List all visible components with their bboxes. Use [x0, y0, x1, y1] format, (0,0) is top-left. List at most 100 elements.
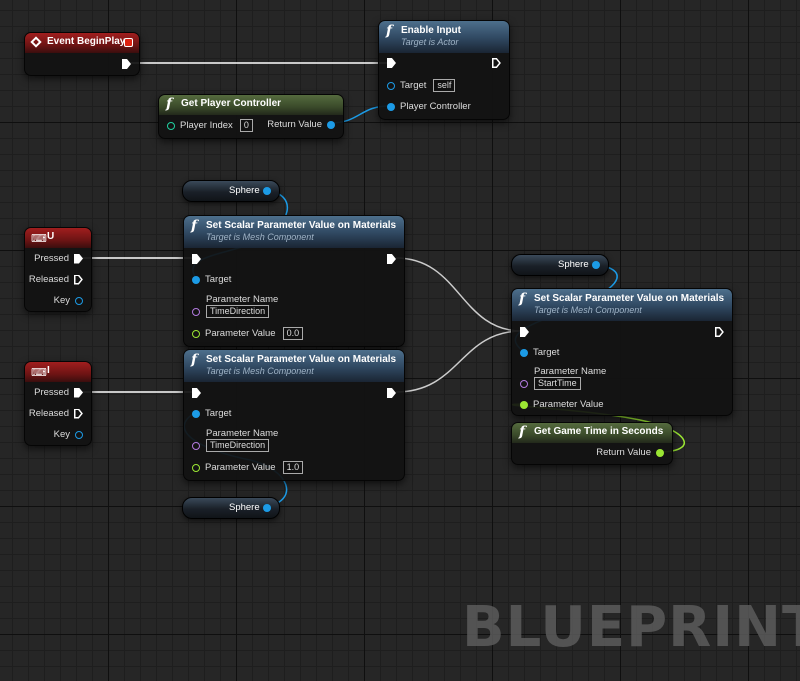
variable-label: Sphere: [229, 185, 260, 196]
node-title: Set Scalar Parameter Value on Materials: [206, 354, 397, 365]
event-diamond-icon: [30, 36, 42, 48]
sphere-variable-node[interactable]: Sphere: [182, 180, 280, 202]
return-value-pin[interactable]: [327, 120, 335, 129]
node-subtitle: Target is Actor: [401, 37, 459, 47]
player-index-pin-row: Player Index 0: [167, 119, 253, 132]
exec-in-row: [520, 327, 529, 337]
parameter-name-pin[interactable]: [520, 379, 528, 388]
released-pin-row: Released: [25, 274, 83, 285]
variable-label: Sphere: [558, 259, 589, 270]
sphere-output-pin[interactable]: [263, 504, 271, 512]
key-i-event-node[interactable]: ⌨ I Pressed Released Key: [24, 361, 92, 446]
node-title: Enable Input: [401, 25, 461, 36]
return-value-label: Return Value: [596, 447, 651, 458]
parameter-name-pin-row: TimeDirection: [192, 305, 270, 318]
key-u-event-node[interactable]: ⌨ U Pressed Released Key: [24, 227, 92, 312]
player-index-value[interactable]: 0: [239, 119, 253, 132]
sphere-output-pin[interactable]: [592, 261, 600, 269]
pressed-exec-pin[interactable]: [74, 253, 83, 264]
sphere-variable-node[interactable]: Sphere: [182, 497, 280, 519]
target-pin[interactable]: [520, 348, 528, 357]
function-icon: f: [191, 218, 198, 234]
sphere-variable-node[interactable]: Sphere: [511, 254, 609, 276]
exec-out-pin[interactable]: [715, 327, 724, 337]
parameter-value-input[interactable]: 0.0: [282, 327, 304, 340]
parameter-value-label: Parameter Value: [205, 462, 276, 473]
event-delegate-icon[interactable]: [124, 38, 133, 47]
function-icon: f: [519, 424, 526, 440]
target-label: Target: [205, 408, 232, 419]
released-label: Released: [28, 408, 69, 419]
get-player-controller-header: f Get Player Controller: [159, 95, 343, 115]
parameter-name-value[interactable]: StartTime: [534, 377, 581, 390]
set-scalar-parameter-node-3[interactable]: f Set Scalar Parameter Value on Material…: [511, 288, 733, 416]
return-value-pin-row: Return Value: [591, 447, 664, 458]
target-pin-row: Target: [520, 347, 564, 358]
sphere-output-pin[interactable]: [263, 187, 271, 195]
exec-out-pin[interactable]: [122, 59, 131, 69]
key-u-header: ⌨ U: [25, 228, 91, 248]
released-exec-pin[interactable]: [74, 275, 83, 285]
get-player-controller-node[interactable]: f Get Player Controller Player Index 0 R…: [158, 94, 344, 139]
exec-out-row: [122, 59, 131, 69]
target-pin[interactable]: [192, 275, 200, 284]
key-label: Key: [53, 429, 70, 440]
parameter-value-pin[interactable]: [192, 463, 200, 472]
parameter-name-label: Parameter Name: [206, 294, 279, 305]
exec-wire-setscalar2-setscalar3: [395, 330, 523, 393]
pressed-pin-row: Pressed: [29, 253, 83, 264]
player-index-pin[interactable]: [167, 121, 175, 130]
parameter-name-pin[interactable]: [192, 441, 200, 450]
parameter-value-input[interactable]: 1.0: [282, 461, 304, 474]
variable-label: Sphere: [229, 502, 260, 513]
node-title: Set Scalar Parameter Value on Materials: [534, 293, 725, 304]
parameter-value-pin-row: Parameter Value 1.0: [192, 461, 304, 474]
blueprint-watermark: BLUEPRINT: [462, 595, 800, 660]
target-pin-row: Target self: [387, 79, 456, 92]
key-pin[interactable]: [75, 296, 83, 305]
return-value-label: Return Value: [267, 119, 322, 130]
event-beginplay-node[interactable]: Event BeginPlay: [24, 32, 140, 76]
key-label: Key: [53, 295, 70, 306]
parameter-name-pin-row: TimeDirection: [192, 439, 270, 452]
exec-in-pin[interactable]: [192, 254, 201, 264]
parameter-name-value[interactable]: TimeDirection: [206, 439, 270, 452]
target-pin[interactable]: [192, 409, 200, 418]
function-icon: f: [386, 23, 393, 39]
node-title: Get Game Time in Seconds: [534, 426, 664, 437]
exec-in-pin[interactable]: [192, 388, 201, 398]
target-pin[interactable]: [387, 81, 395, 90]
exec-out-pin[interactable]: [387, 388, 396, 398]
exec-out-pin[interactable]: [492, 58, 501, 68]
node-title: Set Scalar Parameter Value on Materials: [206, 220, 397, 231]
set-scalar-parameter-node-1[interactable]: f Set Scalar Parameter Value on Material…: [183, 215, 405, 347]
node-title: Event BeginPlay: [47, 36, 126, 47]
target-label: Target: [400, 80, 427, 91]
released-exec-pin[interactable]: [74, 409, 83, 419]
exec-out-row: [387, 254, 396, 264]
enable-input-node[interactable]: f Enable Input Target is Actor Target se…: [378, 20, 510, 120]
released-pin-row: Released: [25, 408, 83, 419]
released-label: Released: [28, 274, 69, 285]
target-value[interactable]: self: [433, 79, 456, 92]
target-pin-row: Target: [192, 274, 236, 285]
parameter-name-value[interactable]: TimeDirection: [206, 305, 270, 318]
exec-in-pin[interactable]: [520, 327, 529, 337]
set-scalar-header: f Set Scalar Parameter Value on Material…: [184, 350, 404, 382]
parameter-name-pin[interactable]: [192, 307, 200, 316]
keyboard-icon: ⌨: [31, 367, 47, 379]
pressed-exec-pin[interactable]: [74, 387, 83, 398]
node-subtitle: Target is Mesh Component: [206, 232, 314, 242]
set-scalar-parameter-node-2[interactable]: f Set Scalar Parameter Value on Material…: [183, 349, 405, 481]
key-pin[interactable]: [75, 430, 83, 439]
parameter-value-pin[interactable]: [192, 329, 200, 338]
get-game-time-node[interactable]: f Get Game Time in Seconds Return Value: [511, 422, 673, 465]
parameter-value-pin[interactable]: [520, 400, 528, 409]
player-controller-pin[interactable]: [387, 102, 395, 111]
return-value-pin[interactable]: [656, 448, 664, 457]
exec-in-pin[interactable]: [387, 58, 396, 68]
exec-out-pin[interactable]: [387, 254, 396, 264]
return-value-pin-row: Return Value: [262, 119, 335, 130]
exec-out-row: [387, 388, 396, 398]
